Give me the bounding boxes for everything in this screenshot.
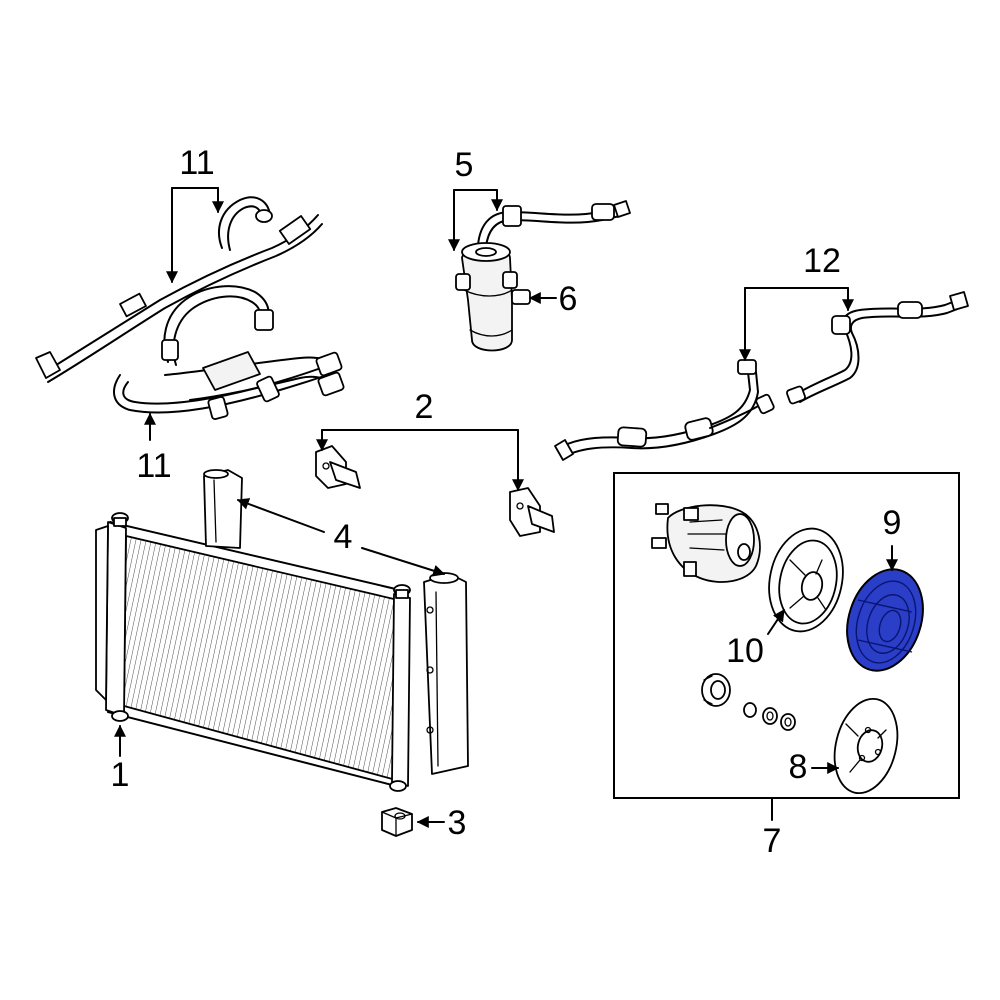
condenser-1[interactable] [95, 512, 411, 792]
callout-2-label: 2 [415, 388, 434, 426]
bracket-2b[interactable] [509, 487, 555, 537]
callout-5: 5 [448, 146, 503, 252]
callout-8-label: 8 [789, 748, 808, 786]
drier-line-5[interactable] [477, 200, 631, 248]
bearing[interactable] [701, 673, 731, 707]
callout-4-label: 4 [334, 518, 353, 556]
callout-2: 2 [316, 388, 524, 492]
callout-3-label: 3 [448, 804, 467, 842]
seal-4-left[interactable] [203, 469, 243, 549]
nut-3[interactable] [381, 807, 413, 837]
callout-4: 4 [236, 498, 446, 577]
callout-12: 12 [739, 242, 854, 362]
callout-7-label: 7 [763, 822, 782, 860]
callout-9-label: 9 [883, 504, 902, 542]
callout-8: 8 [789, 748, 840, 786]
callout-11-bottom-label: 11 [136, 447, 171, 485]
compressor[interactable] [651, 503, 761, 583]
callout-6-label: 6 [559, 280, 578, 318]
callout-11-bottom: 11 [136, 412, 172, 485]
liquid-line-12[interactable] [554, 291, 969, 461]
callout-10: 10 [726, 609, 785, 670]
clutch-kit-7[interactable] [613, 472, 960, 799]
callout-11-top: 11 [166, 144, 224, 284]
callout-3: 3 [416, 804, 467, 842]
receiver-drier-6[interactable] [455, 242, 531, 352]
clutch-coil-9[interactable] [835, 559, 936, 680]
callout-1: 1 [111, 724, 130, 794]
clutch-hub-8[interactable] [825, 692, 906, 800]
callout-12-label: 12 [803, 242, 841, 280]
callout-7: 7 [763, 797, 782, 860]
pulley-10[interactable] [760, 522, 852, 639]
seal-4-right[interactable] [423, 572, 469, 775]
callout-10-label: 10 [726, 632, 764, 670]
callout-1-label: 1 [111, 756, 130, 794]
hose-assembly-11[interactable] [35, 196, 345, 420]
callout-9: 9 [883, 504, 902, 572]
shims[interactable] [743, 702, 796, 731]
bracket-2a[interactable] [315, 445, 361, 489]
callout-6: 6 [528, 280, 578, 318]
callout-5-label: 5 [455, 146, 474, 184]
callout-11-top-label: 11 [179, 144, 214, 182]
